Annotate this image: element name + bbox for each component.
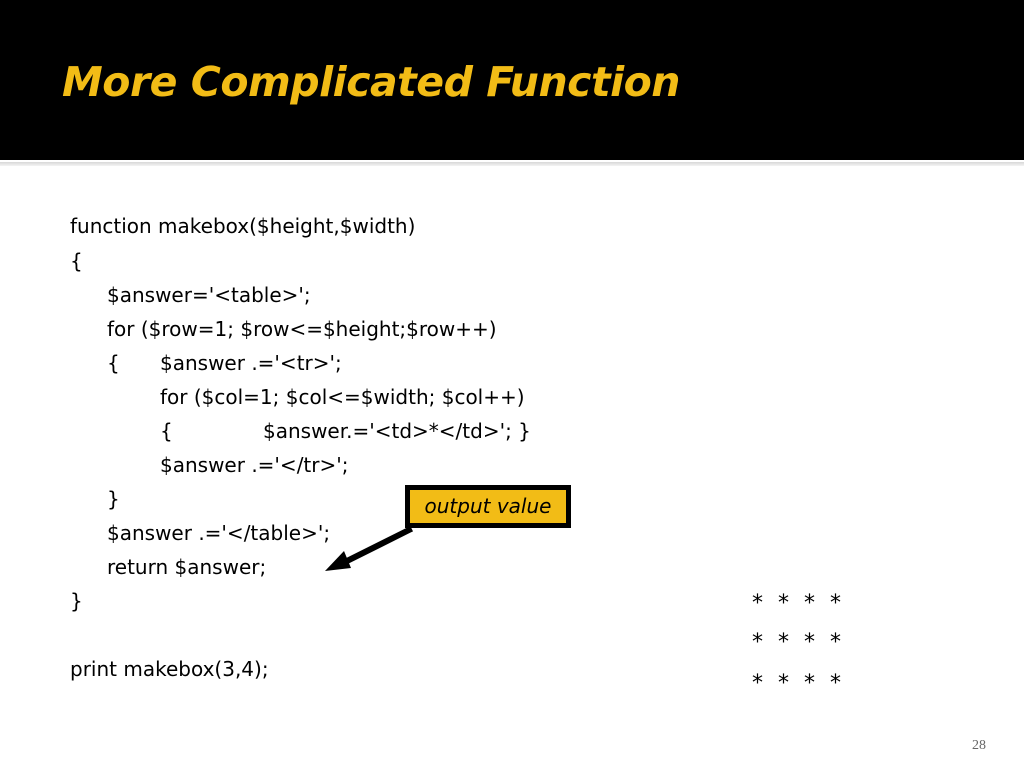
code-line-open-brace: {: [70, 249, 83, 273]
output-value-callout: output value: [405, 485, 571, 528]
slide-title: More Complicated Function: [62, 58, 680, 106]
code-line-answer-close-tr: $answer .='</tr>';: [160, 453, 349, 477]
code-line-return: return $answer;: [107, 555, 267, 579]
code-line-answer-tr: $answer .='<tr>';: [160, 351, 342, 375]
output-row: * * * *: [752, 591, 845, 616]
code-line-row-close-brace: }: [107, 487, 120, 511]
output-row: * * * *: [752, 630, 845, 655]
code-line-row-open-brace: {: [107, 351, 120, 375]
code-line-close-brace: }: [70, 589, 83, 613]
code-line-answer-close-table: $answer .='</table>';: [107, 521, 331, 545]
code-line-col-open-brace: {: [160, 419, 173, 443]
output-row: * * * *: [752, 671, 845, 696]
code-line-function-signature: function makebox($height,$width): [70, 214, 416, 238]
title-bar: More Complicated Function: [0, 0, 1024, 160]
page-number: 28: [972, 738, 986, 753]
code-line-col-loop: for ($col=1; $col<=$width; $col++): [160, 385, 525, 409]
code-line-print-call: print makebox(3,4);: [70, 657, 269, 681]
code-line-answer-table: $answer='<table>';: [107, 283, 311, 307]
title-divider: [0, 162, 1024, 166]
code-line-row-loop: for ($row=1; $row<=$height;$row++): [107, 317, 497, 341]
code-line-answer-td: $answer.='<td>*</td>'; }: [263, 419, 531, 443]
